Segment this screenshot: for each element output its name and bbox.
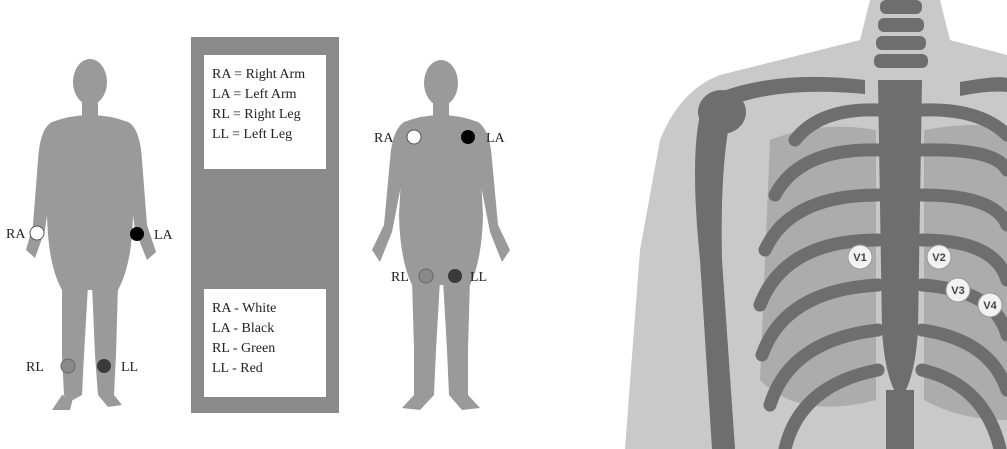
legend-la: LA = Left Arm [212,85,318,105]
legend-panel: RA = Right Arm LA = Left Arm RL = Right … [191,37,339,413]
v2-lead-marker: V2 [927,245,951,269]
color-ll: LL - Red [212,359,318,379]
color-rl: RL - Green [212,339,318,359]
legend-rl: RL = Right Leg [212,105,318,125]
legend-ra: RA = Right Arm [212,65,318,85]
legend-ll: LL = Left Leg [212,125,318,145]
v1-label: V1 [853,252,866,264]
v2-label: V2 [932,252,945,264]
color-ra: RA - White [212,299,318,319]
color-legend: RA - White LA - Black RL - Green LL - Re… [204,289,326,397]
v3-label: V3 [951,285,964,297]
abbreviation-legend: RA = Right Arm LA = Left Arm RL = Right … [204,55,326,169]
color-la: LA - Black [212,319,318,339]
v4-label: V4 [983,300,997,312]
v4-lead-marker: V4 [978,293,1002,317]
v1-lead-marker: V1 [848,245,872,269]
v3-lead-marker: V3 [946,278,970,302]
